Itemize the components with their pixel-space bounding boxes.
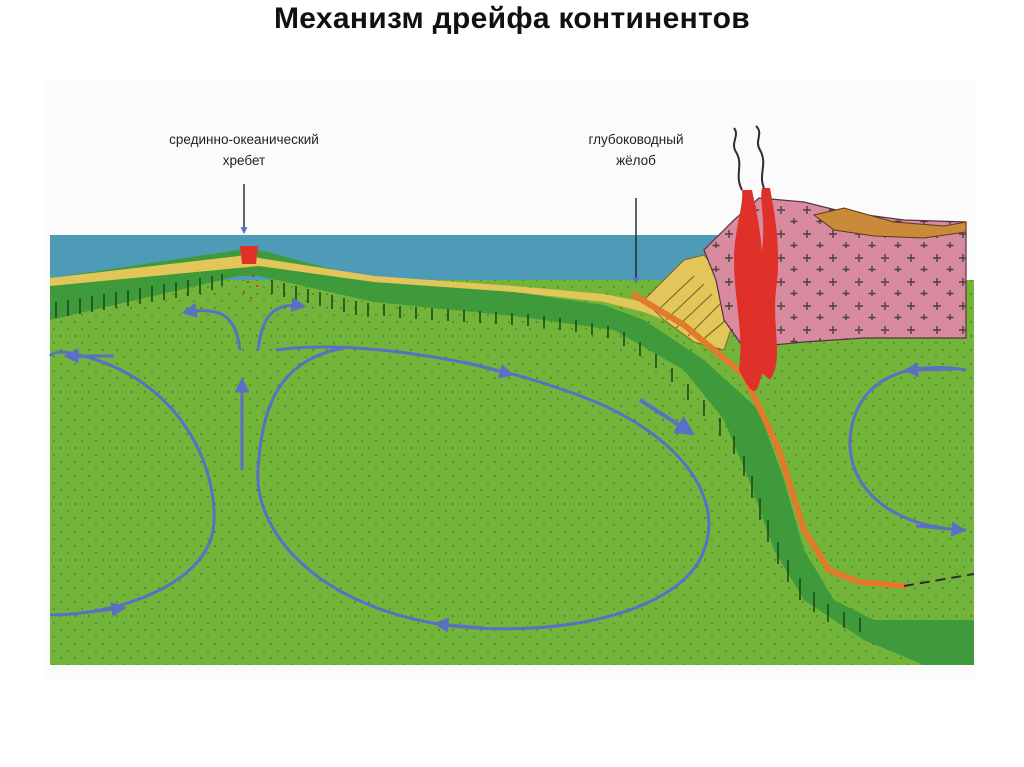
arrow-to-trench — [638, 398, 696, 436]
ridge-label-line2: хребет — [223, 153, 265, 168]
continental-sediment — [812, 207, 967, 239]
trench-label-line1: глубоководный — [588, 132, 683, 147]
volcano-smoke-right — [755, 125, 765, 189]
ridge-label-line1: срединно-океанический — [169, 132, 319, 147]
volcano-smoke-left — [733, 127, 743, 191]
ridge-magma — [240, 246, 258, 264]
slab-continuation-dashed — [903, 573, 975, 587]
arrow-ridge-left — [181, 302, 242, 351]
subduction-line — [631, 292, 907, 589]
wedge-hatching — [655, 275, 727, 343]
arrow-left-cell-head-bottom — [73, 601, 127, 617]
arrow-central-cell-head-top — [463, 360, 515, 379]
trench-label-line2: жёлоб — [616, 153, 656, 168]
oceanic-crust — [50, 246, 974, 665]
plate-tectonics-diagram: срединно-океанический хребет глубоководн… — [44, 80, 976, 680]
arrow-right-cell-head-bottom — [915, 521, 967, 537]
ridge-magma-drops — [243, 271, 258, 299]
arrow-right-cell-head-top — [903, 362, 955, 378]
arrow-central-cell-head-bottom — [433, 617, 485, 633]
arrow-ridge-right — [256, 297, 307, 351]
magma-plume — [734, 190, 767, 391]
crust-hatching — [55, 274, 861, 632]
magma-plume-2 — [759, 188, 779, 380]
page-title: Механизм дрейфа континентов — [274, 2, 750, 35]
